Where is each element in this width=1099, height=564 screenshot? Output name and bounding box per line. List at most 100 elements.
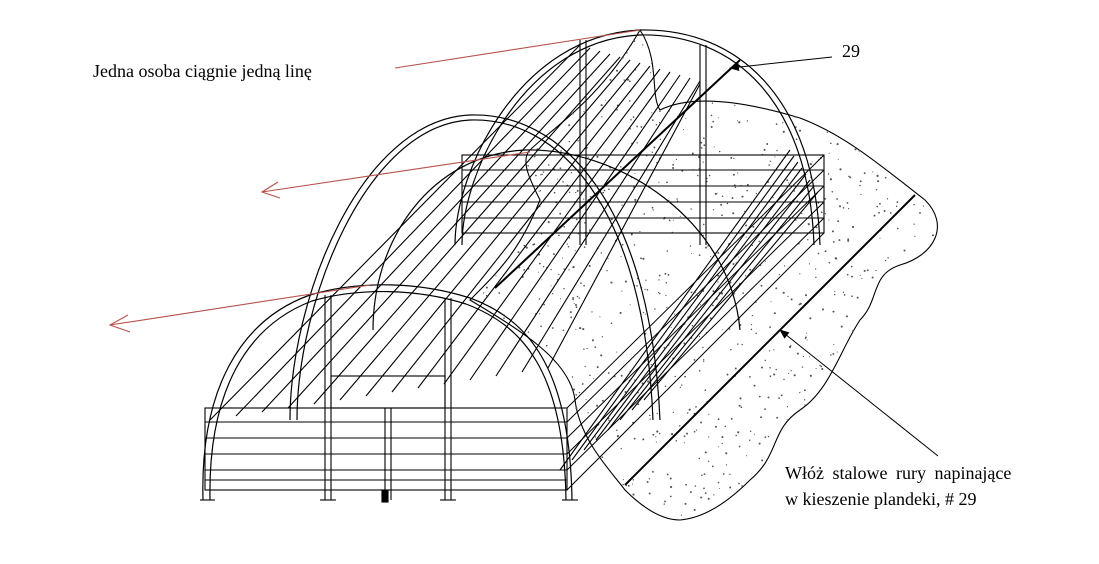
tarp-dot <box>863 269 866 272</box>
tarp-dot <box>679 425 681 427</box>
tarp-dot <box>760 416 762 419</box>
tarp-dot <box>829 178 832 181</box>
tarp-dot <box>729 473 731 475</box>
tarp-dot <box>700 421 703 424</box>
tarp-dot <box>832 241 835 243</box>
tarp-dot <box>586 347 588 350</box>
tarp-dot <box>769 375 772 378</box>
tarp-dot <box>633 40 636 43</box>
tarp-dot <box>575 328 577 330</box>
tarp-dot <box>615 69 619 72</box>
tarp-dot <box>580 191 583 194</box>
tarp-dot <box>627 484 630 487</box>
tarp-dot <box>856 296 859 299</box>
tarp-dot <box>645 279 647 281</box>
tarp-dot <box>571 376 574 378</box>
tarp-dot <box>596 155 599 158</box>
tarp-dot <box>533 243 536 246</box>
tarp-dot <box>616 108 618 111</box>
purlin-tube <box>469 74 681 381</box>
tarp-dot <box>786 418 788 420</box>
tarp-dot <box>651 470 654 473</box>
tarp-dot <box>769 160 772 163</box>
tarp-dot <box>745 224 747 227</box>
tarp-dot <box>642 438 645 441</box>
tarp-dot <box>730 348 732 351</box>
front-arch <box>202 284 573 501</box>
tarp-dot <box>646 288 649 291</box>
tarp-dot <box>833 343 835 345</box>
tarp-dot <box>624 280 627 283</box>
tarp-dot <box>879 202 881 205</box>
tarp-dot <box>626 78 630 81</box>
tarp-dot <box>798 129 802 132</box>
tarp-dot <box>596 366 599 369</box>
tarp-dot <box>684 502 687 505</box>
tarp-dot <box>666 250 669 252</box>
tarp-dot <box>811 161 813 163</box>
tarp-dot <box>764 436 767 438</box>
tarp-dot <box>619 311 622 314</box>
tarp-dot <box>750 323 753 326</box>
tarp-dot <box>616 429 618 432</box>
tarp-dot <box>799 273 801 275</box>
tarp-dot <box>718 150 721 153</box>
tarp-dot <box>896 227 899 230</box>
tarp-dot <box>737 431 740 434</box>
tarp-dot <box>609 78 612 81</box>
tarp-dot <box>547 221 550 224</box>
tarp-dot <box>751 244 753 247</box>
tarp-dot <box>734 104 736 107</box>
tarp-dot <box>711 304 714 307</box>
tarp-dot <box>913 203 915 206</box>
tarp-dot <box>670 326 672 329</box>
tarp-dot <box>787 182 789 184</box>
tarp-dot <box>872 171 874 173</box>
tarp-dot <box>758 442 761 445</box>
tarp-dot <box>603 189 606 192</box>
tarp-dot <box>587 412 589 414</box>
tarp-dot <box>621 243 624 246</box>
tarp-dot <box>722 473 725 475</box>
tarp-dot <box>836 143 839 146</box>
tarp-dot <box>572 296 574 299</box>
tarp-dot <box>575 406 578 410</box>
tarp-dot <box>743 210 746 212</box>
tarp-dot <box>583 246 586 248</box>
tarp-dot <box>839 168 842 171</box>
tarp-dot <box>664 272 667 275</box>
tarp-dot <box>850 265 853 268</box>
tarp-dot <box>809 317 812 320</box>
purlin-tube <box>443 71 671 385</box>
tarp-dot <box>729 486 732 489</box>
purlin-tube <box>631 185 815 411</box>
tarp-dot <box>560 150 562 152</box>
tarp-dot <box>809 163 812 166</box>
tarp-dot <box>541 279 543 281</box>
tarp-dot <box>804 404 806 406</box>
tarp-dot <box>658 274 661 277</box>
tarp-dot <box>547 245 549 247</box>
tarp-dot <box>736 120 739 122</box>
tarp-dot <box>599 316 601 318</box>
tarp-dot <box>543 303 545 306</box>
tarp-dot <box>790 370 792 372</box>
pull-instruction-label: Jedna osoba ciągnie jedną linę <box>93 61 312 81</box>
tarp-dot <box>724 425 727 428</box>
tarp-dot <box>806 339 808 341</box>
tarp-dot <box>884 272 886 274</box>
tarp-dot <box>828 152 830 154</box>
tarp-dot <box>847 239 850 242</box>
tarp-dot <box>621 290 623 292</box>
tarp-dot <box>581 383 584 385</box>
tarp-dot <box>717 446 719 448</box>
tarp-dot <box>540 325 542 328</box>
tarp-dot <box>725 452 728 455</box>
tarp-dot <box>741 195 744 198</box>
tarp-dot <box>683 435 686 438</box>
tarp-dot <box>699 304 702 306</box>
tarp-dot <box>720 292 724 295</box>
tarp-dot <box>607 257 609 260</box>
tarp-dot <box>649 418 651 420</box>
back-panels <box>461 40 825 245</box>
